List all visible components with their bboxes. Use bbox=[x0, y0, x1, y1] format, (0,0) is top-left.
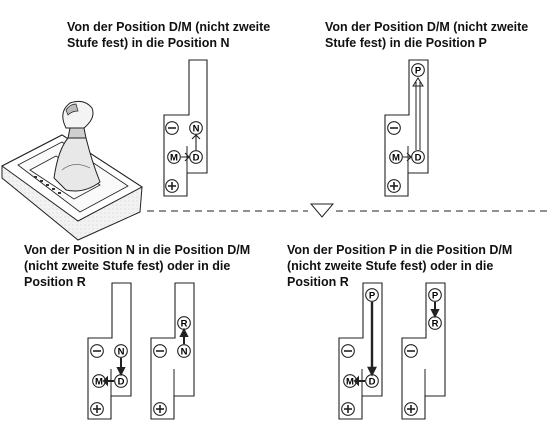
gate-diagram-4: M D P P R bbox=[338, 282, 446, 420]
knob-button bbox=[65, 103, 79, 116]
plus-icon bbox=[165, 179, 179, 193]
svg-text:N: N bbox=[193, 124, 200, 135]
plus-icon bbox=[90, 402, 104, 416]
gate-diagram-3: M D N R N bbox=[87, 282, 195, 420]
gear-shifter-illustration bbox=[1, 100, 143, 241]
arrow-d-to-m bbox=[102, 375, 114, 387]
position-m: M bbox=[167, 150, 181, 164]
position-d: D bbox=[114, 374, 128, 388]
minus-icon bbox=[404, 344, 418, 358]
position-n: N bbox=[177, 344, 191, 358]
plus-icon bbox=[341, 402, 355, 416]
svg-text:M: M bbox=[170, 153, 178, 164]
position-m: M bbox=[92, 374, 106, 388]
caption-bottom-right: Von der Position P in die Position D/M (… bbox=[287, 243, 513, 289]
plus-icon bbox=[404, 402, 418, 416]
svg-text:D: D bbox=[118, 377, 125, 388]
position-r: R bbox=[428, 316, 442, 330]
section-divider bbox=[147, 203, 552, 218]
gate-diagram-2: M D P bbox=[384, 59, 429, 197]
svg-text:R: R bbox=[432, 319, 439, 330]
svg-text:D: D bbox=[369, 377, 376, 388]
svg-text:M: M bbox=[95, 377, 103, 388]
arrow-d-to-p bbox=[412, 77, 424, 150]
plus-icon bbox=[387, 179, 401, 193]
minus-icon bbox=[90, 344, 104, 358]
arrow-n-to-r bbox=[179, 327, 189, 344]
position-p: P bbox=[365, 288, 379, 302]
position-d: D bbox=[411, 150, 425, 164]
arrow-d-to-m bbox=[353, 375, 365, 387]
arrow-p-to-r bbox=[430, 302, 440, 319]
shift-lever bbox=[67, 127, 87, 139]
svg-text:D: D bbox=[193, 153, 200, 164]
arrow-m-to-d bbox=[181, 152, 190, 162]
position-r: R bbox=[177, 316, 191, 330]
position-m: M bbox=[389, 150, 403, 164]
position-n: N bbox=[114, 344, 128, 358]
position-p: P bbox=[428, 288, 442, 302]
svg-text:R: R bbox=[181, 319, 188, 330]
gate-diagram-1: M D N bbox=[163, 59, 208, 197]
minus-icon bbox=[387, 121, 401, 135]
svg-text:P: P bbox=[369, 291, 376, 302]
shift-knob bbox=[62, 100, 94, 129]
svg-text:P: P bbox=[415, 66, 422, 77]
svg-text:D: D bbox=[415, 153, 422, 164]
arrow-m-to-d bbox=[403, 152, 412, 162]
plus-icon bbox=[153, 402, 167, 416]
chevron-down-icon bbox=[309, 203, 335, 218]
boot-fold bbox=[61, 164, 91, 171]
svg-text:M: M bbox=[392, 153, 400, 164]
position-d: D bbox=[189, 150, 203, 164]
position-n: N bbox=[189, 121, 203, 135]
position-p: P bbox=[411, 63, 425, 77]
position-marks bbox=[34, 176, 61, 194]
svg-text:N: N bbox=[118, 347, 125, 358]
caption-top-right: Von der Position D/M (nicht zweite Stufe… bbox=[325, 20, 529, 50]
arrow-d-to-n bbox=[191, 134, 201, 150]
caption-bottom-left: Von der Position N in die Position D/M (… bbox=[24, 243, 251, 289]
svg-text:M: M bbox=[346, 377, 354, 388]
svg-text:N: N bbox=[181, 347, 188, 358]
minus-icon bbox=[153, 344, 167, 358]
svg-text:P: P bbox=[432, 291, 439, 302]
arrow-p-to-d bbox=[367, 302, 377, 377]
minus-icon bbox=[165, 121, 179, 135]
minus-icon bbox=[341, 344, 355, 358]
arrow-n-to-d bbox=[116, 358, 126, 377]
caption-top-left: Von der Position D/M (nicht zweite Stufe… bbox=[67, 20, 271, 50]
